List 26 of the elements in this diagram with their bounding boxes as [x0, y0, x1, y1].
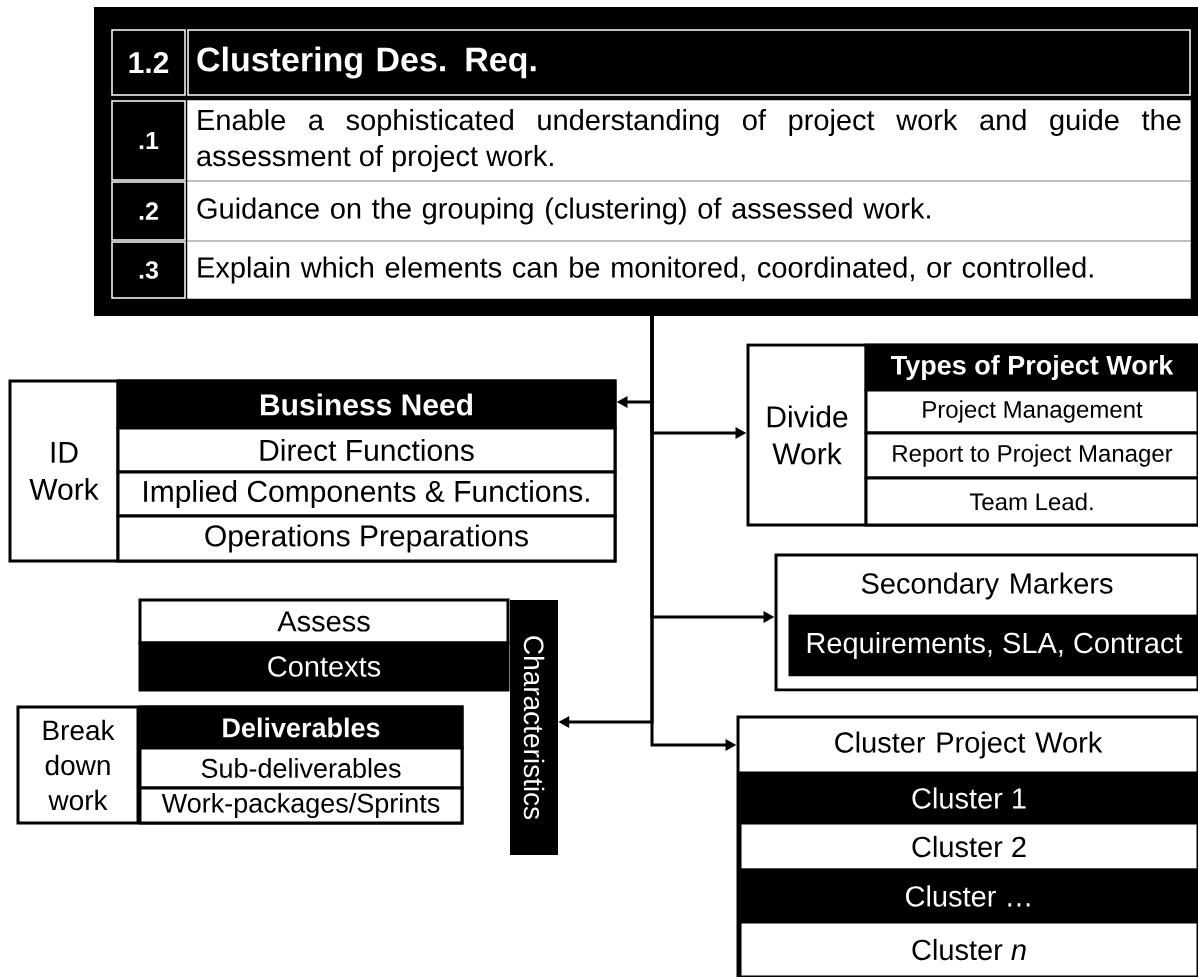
text-cell: Guidance on the grouping (clustering) of assessed work. [187, 181, 1191, 241]
table-cell: Direct Functions [116, 426, 617, 474]
header-cell: Business Need [116, 379, 617, 430]
table-cell: Work-packages/Sprints [138, 786, 464, 825]
text-cell: Explain which elements can be monitored, coordinated, or controlled. [187, 241, 1191, 299]
vertical-label-bar: Characteristics [510, 600, 558, 855]
table-cell: Cluster 1 [738, 771, 1198, 825]
number-cell: .2 [111, 181, 186, 241]
table-cell: Implied Components & Functions. [116, 470, 617, 518]
label-bar: Requirements, SLA, Contract [788, 614, 1198, 677]
table-cell: Operations Preparations [116, 514, 617, 563]
number-cell: 1.2 [111, 29, 186, 96]
table-cell: Team Lead. [864, 476, 1198, 527]
header-cell: Deliverables [138, 705, 464, 750]
table-cell: Report to Project Manager [864, 431, 1198, 480]
table-cell: Project Management [864, 388, 1198, 435]
header-cell: Types of Project Work [864, 343, 1198, 392]
number-cell: .3 [111, 241, 186, 299]
table-cell: Cluster n [738, 920, 1198, 977]
table-cell: Sub-deliverables [138, 746, 464, 790]
table-cell: Cluster 2 [738, 821, 1198, 872]
table-cell: Assess [138, 598, 510, 645]
number-cell: .1 [111, 100, 186, 181]
table-cell: Contexts [138, 641, 510, 692]
text-cell: Enable a sophisticated understanding of project work and guide the assessment of project work. [187, 100, 1191, 181]
table-cell: Cluster … [738, 868, 1198, 924]
